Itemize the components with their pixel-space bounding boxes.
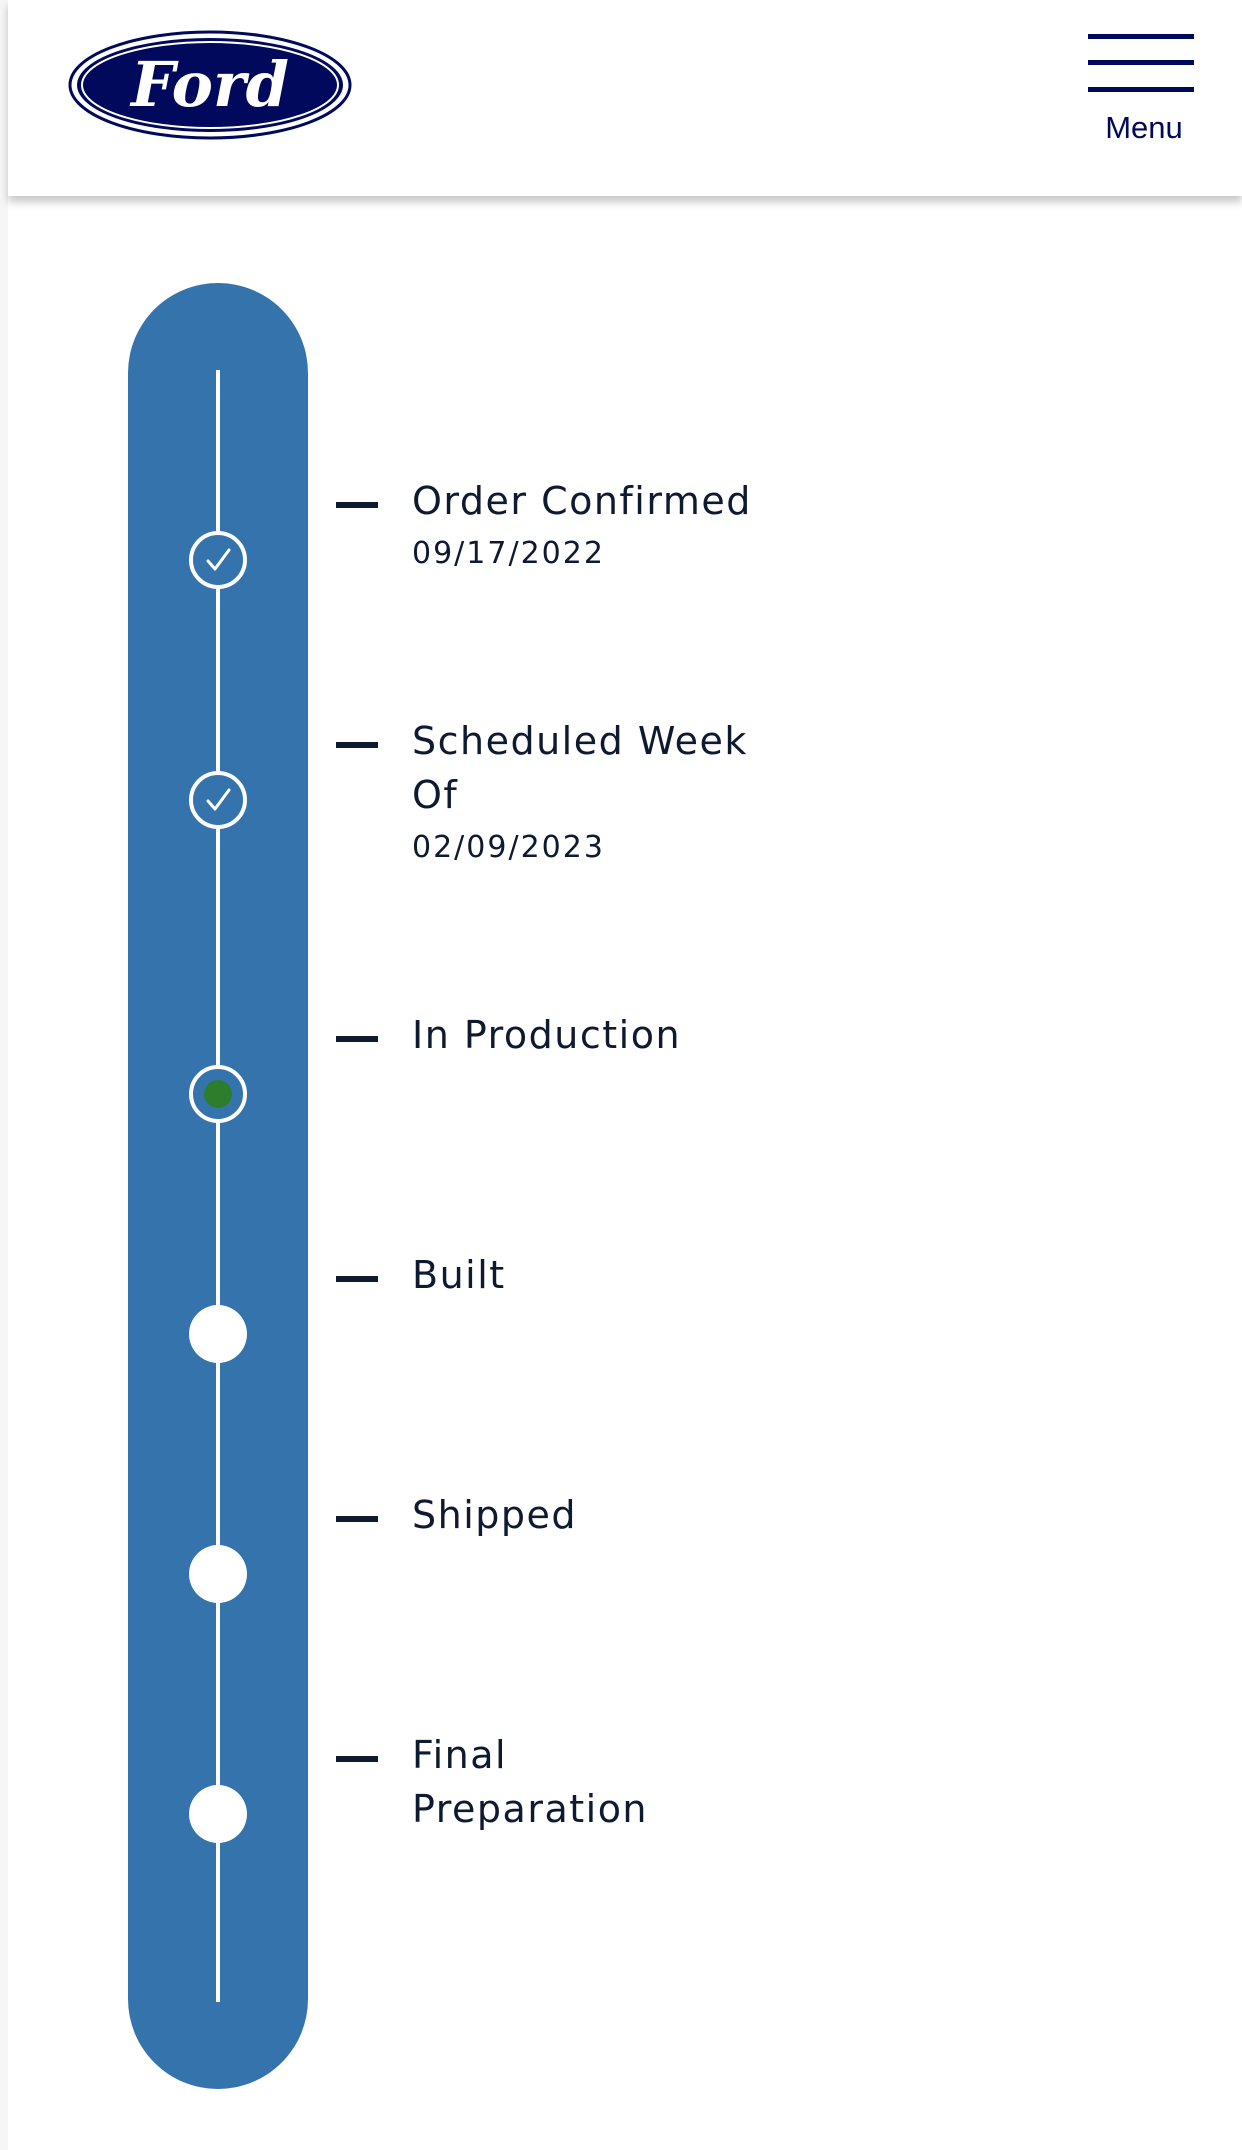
step-complete-check-icon [189,531,247,589]
ford-logo[interactable]: Ford [68,30,352,140]
menu-label: Menu [1105,110,1183,145]
step-date: 09/17/2022 [412,536,605,571]
step-pending-dot-icon [189,1785,247,1843]
step-pending-dot-icon [189,1545,247,1603]
step-dash [336,742,378,748]
progress-tracker-line [216,370,220,2002]
step-title: Scheduled Week Of [412,719,748,817]
step-complete-check-icon [189,771,247,829]
hamburger-icon [1088,34,1194,92]
step-current-dot-icon [189,1065,247,1123]
menu-button[interactable]: Menu [1074,28,1204,158]
step-date: 02/09/2023 [412,830,605,865]
step-dash [336,502,378,508]
step-title: Final Preparation [412,1733,649,1831]
step-dash [336,1036,378,1042]
step-title: Shipped [412,1493,578,1537]
step-dash [336,1756,378,1762]
step-title: Built [412,1253,506,1297]
ford-oval-icon: Ford [68,30,352,140]
logo-wordmark: Ford [129,48,289,121]
step-title: Order Confirmed [412,479,752,523]
step-dash [336,1516,378,1522]
step-title: In Production [412,1013,682,1057]
top-header: Ford Menu [8,0,1242,196]
step-pending-dot-icon [189,1305,247,1363]
step-dash [336,1276,378,1282]
